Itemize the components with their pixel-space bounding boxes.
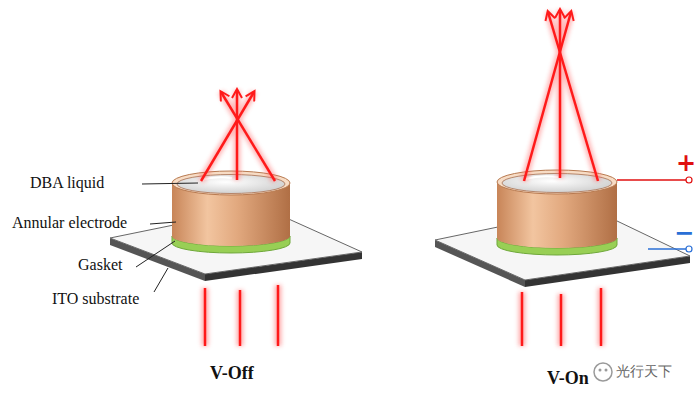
annular-electrode: [497, 170, 617, 255]
part-label: DBA liquid: [30, 174, 104, 192]
refracted-rays: [524, 10, 598, 181]
polarity-sign: −: [674, 220, 694, 248]
incident-rays: [205, 285, 601, 346]
leader-lines: [136, 183, 198, 292]
polarity-sign: +: [676, 150, 696, 178]
part-label: Gasket: [78, 256, 122, 274]
state-caption: V-On: [547, 368, 589, 389]
watermark-icon: [594, 363, 612, 381]
state-caption: V-Off: [210, 363, 254, 384]
refracted-rays: [201, 90, 275, 181]
watermark: 光行天下: [616, 363, 672, 379]
part-label: Annular electrode: [12, 214, 127, 232]
part-label: ITO substrate: [52, 290, 139, 308]
